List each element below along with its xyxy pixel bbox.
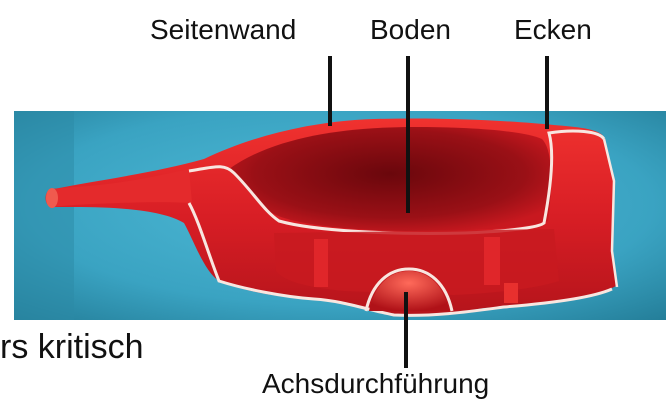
partial-text: rs kritisch (0, 330, 144, 364)
label-boden: Boden (370, 16, 451, 44)
label-seitenwand: Seitenwand (150, 16, 296, 44)
label-achsdurchfuehrung: Achsdurchführung (262, 370, 489, 398)
label-ecken: Ecken (514, 16, 592, 44)
